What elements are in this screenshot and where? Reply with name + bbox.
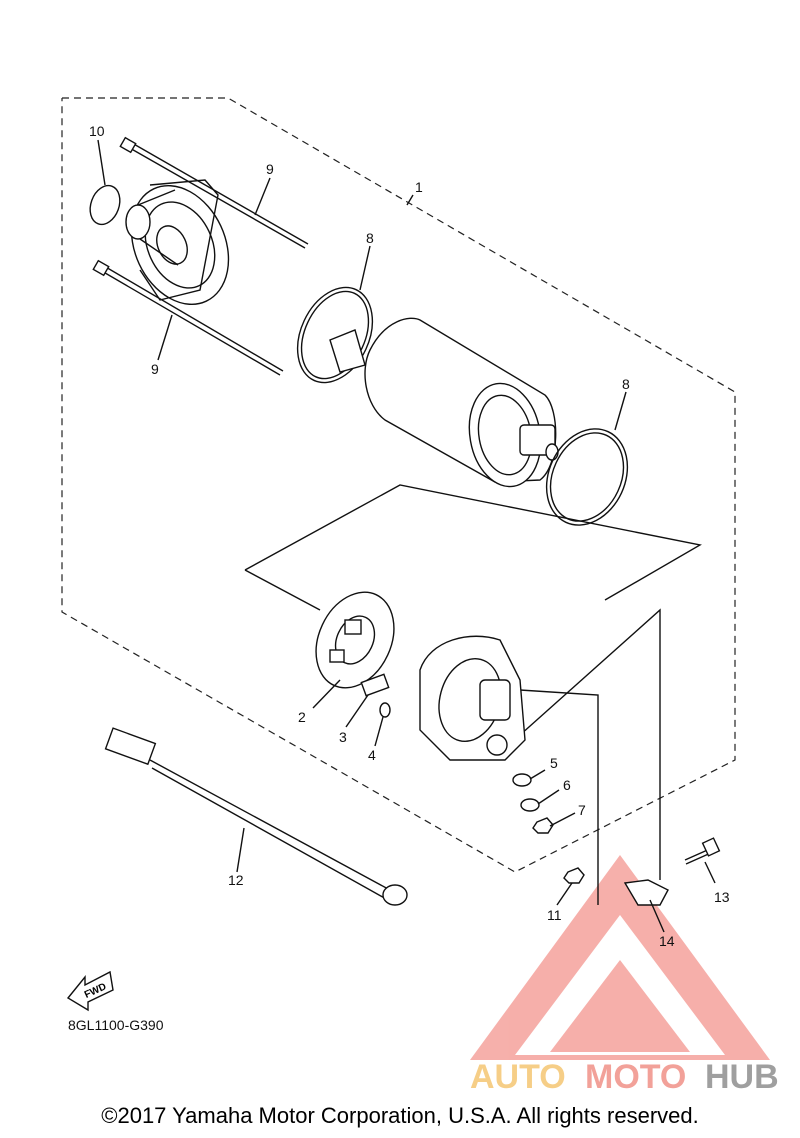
callout-9b: 9 (151, 361, 159, 377)
watermark-logo (470, 855, 770, 1060)
brush-holder (315, 591, 395, 689)
washer-6 (520, 798, 540, 812)
callout-6: 6 (563, 777, 571, 793)
brush-3 (360, 673, 390, 697)
callout-8a: 8 (366, 230, 374, 246)
o-ring-8-front (296, 286, 374, 384)
callout-8b: 8 (622, 376, 630, 392)
motor-yoke (329, 317, 559, 488)
fwd-arrow-icon: FWD (66, 970, 114, 1012)
watermark-text: AUTO MOTO HUB (470, 1058, 779, 1096)
lead-wire-12 (104, 727, 408, 906)
callout-5: 5 (550, 755, 558, 771)
diagram-code: 8GL1100-G390 (68, 1017, 164, 1033)
through-bolts (92, 136, 309, 376)
nut-7 (532, 817, 554, 834)
nut-11 (563, 867, 585, 884)
callout-4: 4 (368, 747, 376, 763)
callout-1: 1 (415, 179, 423, 195)
callout-14: 14 (659, 933, 675, 949)
bolt-13 (684, 837, 721, 865)
front-cover (125, 179, 230, 306)
copyright-notice: ©2017 Yamaha Motor Corporation, U.S.A. A… (101, 1103, 699, 1128)
callout-3: 3 (339, 729, 347, 745)
svg-text:AUTO: AUTO (470, 1058, 566, 1096)
plate-14 (623, 879, 669, 906)
svg-text:MOTO: MOTO (585, 1058, 686, 1096)
callout-13: 13 (714, 889, 730, 905)
washer-5 (512, 773, 532, 787)
o-ring-10 (89, 184, 121, 226)
assembly-boundary (61, 97, 736, 873)
callout-9a: 9 (266, 161, 274, 177)
leader-lines (97, 139, 716, 933)
callout-10: 10 (89, 123, 105, 139)
callout-12: 12 (228, 872, 244, 888)
callout-7: 7 (578, 802, 586, 818)
callout-11: 11 (547, 907, 562, 923)
rear-cover (419, 635, 526, 761)
o-ring-8-rear (545, 428, 629, 526)
callout-2: 2 (298, 709, 306, 725)
svg-text:HUB: HUB (705, 1058, 779, 1096)
washer-4 (379, 702, 391, 718)
